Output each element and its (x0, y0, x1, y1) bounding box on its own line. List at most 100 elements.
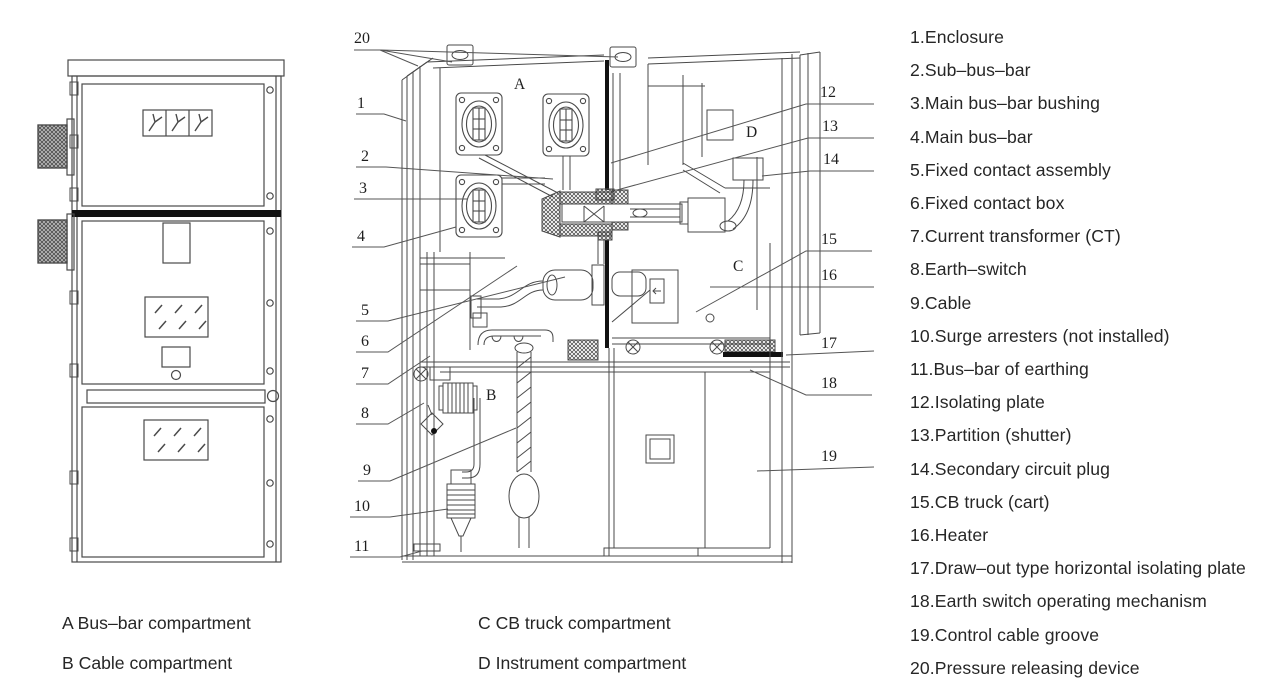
fixed-contact-assembly (477, 264, 605, 308)
callout-18: 18 (821, 375, 837, 392)
fixed-contact-box (541, 189, 689, 264)
horizontal-isolating-plate (723, 352, 783, 357)
earthing-busbar (413, 543, 441, 552)
instrument-compartment-interior (612, 64, 770, 310)
louver-window-1 (144, 296, 209, 338)
main-busbar-bushing (455, 174, 503, 238)
current-transformer (438, 382, 478, 414)
arrester-connection-pipe (462, 398, 481, 479)
legend-item-11: 11.Bus–bar of earthing (910, 359, 1089, 380)
earth-switch-mechanism-plates (420, 361, 790, 373)
lower-door (81, 406, 265, 558)
sub-busbar (478, 154, 571, 198)
earth-switch (413, 366, 451, 436)
door-window (162, 222, 191, 264)
legend-item-18: 18.Earth switch operating mechanism (910, 591, 1207, 612)
legend-item-14: 14.Secondary circuit plug (910, 458, 1111, 479)
legend-item-4: 4.Main bus–bar (910, 126, 1033, 147)
busbar-compartment-interior (420, 68, 545, 350)
truck-bolts (625, 339, 725, 355)
mid-band (86, 389, 266, 404)
compartment-letter-a: A (514, 76, 526, 93)
heater-strip (724, 339, 776, 353)
callout-14: 14 (823, 151, 839, 168)
side-handle-2 (37, 213, 75, 271)
callout-8: 8 (361, 405, 369, 422)
legend-item-20: 20.Pressure releasing device (910, 657, 1140, 678)
legend-item-19: 19.Control cable groove (910, 624, 1100, 645)
cb-truck (611, 269, 770, 345)
legend-item-9: 9.Cable (910, 292, 972, 313)
callout-15: 15 (821, 231, 837, 248)
callout-12: 12 (820, 84, 836, 101)
control-cable-groove (608, 348, 706, 556)
lifting-lug-1 (446, 44, 474, 66)
legend-item-3: 3.Main bus–bar bushing (910, 93, 1100, 114)
cabinet-top-cap (67, 59, 285, 77)
caption-cb-truck-compartment: C CB truck compartment (478, 613, 671, 633)
legend-item-8: 8.Earth–switch (910, 259, 1027, 280)
legend-item-17: 17.Draw–out type horizontal isolating pl… (910, 558, 1246, 579)
isolating-partition-upper (605, 60, 609, 190)
compartment-letter-b: B (486, 387, 497, 404)
door-screws (266, 86, 274, 548)
surge-arrester (446, 469, 476, 552)
callout-6: 6 (361, 333, 369, 350)
heater (649, 278, 665, 304)
callout-2: 2 (361, 148, 369, 165)
callout-19: 19 (821, 448, 837, 465)
callout-3: 3 (359, 180, 367, 197)
earthing-busbar-run (477, 329, 599, 361)
callout-5: 5 (361, 302, 369, 319)
caption-cable-compartment: B Cable compartment (62, 653, 233, 673)
callout-10: 10 (354, 498, 370, 515)
callout-11: 11 (354, 538, 370, 555)
parts-legend: 1.Enclosure 2.Sub–bus–bar 3.Main bus–bar… (910, 21, 1246, 685)
knob (170, 369, 182, 381)
callout-7: 7 (361, 365, 369, 382)
callout-leaders (350, 49, 875, 558)
section-view-diagram (401, 44, 821, 563)
door-hinges (69, 81, 79, 552)
front-view-diagram (37, 59, 285, 563)
legend-item-15: 15.CB truck (cart) (910, 491, 1050, 512)
nameplate (161, 346, 191, 368)
enclosure-bottom (402, 547, 792, 563)
legend-item-7: 7.Current transformer (CT) (910, 226, 1121, 247)
callout-9: 9 (363, 462, 371, 479)
cabinet-body (71, 75, 282, 563)
position-indicator (142, 109, 213, 137)
legend-item-2: 2.Sub–bus–bar (910, 60, 1031, 81)
legend-item-13: 13.Partition (shutter) (910, 425, 1072, 446)
caption-instrument-compartment: D Instrument compartment (478, 653, 687, 673)
front-divider (72, 210, 281, 217)
compartment-letter-c: C (733, 258, 744, 275)
upper-door (81, 83, 265, 207)
legend-item-10: 10.Surge arresters (not installed) (910, 325, 1170, 346)
middle-door (81, 220, 265, 385)
callout-13: 13 (822, 118, 838, 135)
enclosure-left-wall (401, 57, 434, 560)
callout-17: 17 (821, 335, 837, 352)
louver-window-2 (143, 419, 209, 461)
legend-item-16: 16.Heater (910, 525, 989, 546)
bushing-1 (455, 92, 503, 156)
isolating-partition-lower (605, 240, 609, 348)
callout-16: 16 (821, 267, 837, 284)
callout-4: 4 (357, 228, 365, 245)
pressure-release-cover (426, 51, 801, 69)
caption-busbar-compartment: A Bus–bar compartment (62, 613, 251, 633)
legend-item-12: 12.Isolating plate (910, 392, 1045, 413)
legend-item-6: 6.Fixed contact box (910, 193, 1065, 214)
cable (508, 342, 540, 548)
enclosure-right-wall (769, 51, 821, 563)
callout-20: 20 (354, 30, 370, 47)
legend-item-5: 5.Fixed contact assembly (910, 159, 1111, 180)
secondary-circuit-plug (719, 157, 764, 232)
callout-1: 1 (357, 95, 365, 112)
compartment-letter-d: D (746, 124, 758, 141)
side-handle-1 (37, 118, 75, 176)
legend-item-1: 1.Enclosure (910, 27, 1005, 47)
